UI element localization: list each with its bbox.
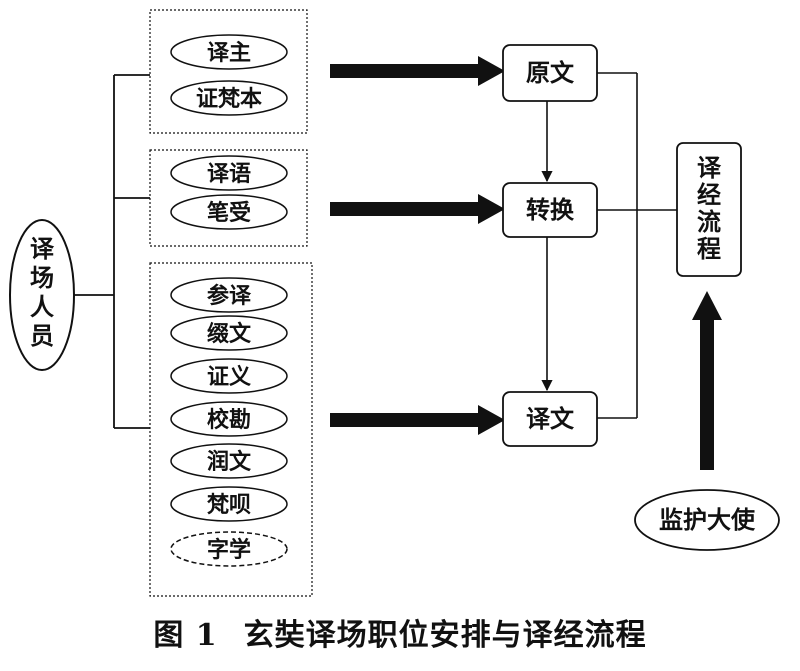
role-3-6: 梵呗	[170, 486, 288, 522]
step-label-convert: 转换	[526, 195, 575, 224]
people-label: 译场人员	[30, 234, 55, 350]
thick-arrow-1	[330, 56, 505, 86]
process-connector	[597, 72, 677, 419]
role-3-3: 证义	[170, 358, 288, 394]
role-ellipse	[170, 358, 288, 394]
role-ellipse	[170, 80, 288, 116]
process-label: 译经流程	[697, 153, 722, 263]
role-label: 梵呗	[207, 492, 251, 518]
role-ellipse	[170, 486, 288, 522]
role-3-2: 缀文	[170, 315, 288, 351]
step-label-target: 译文	[526, 404, 575, 433]
people-node: 译场人员	[9, 219, 75, 371]
bracket-connector	[74, 74, 150, 429]
thick-arrow-3	[330, 405, 505, 435]
thick-arrow-up	[692, 291, 722, 470]
role-3-7: 字学	[170, 531, 288, 567]
role-ellipse	[170, 401, 288, 437]
caption-number: 图 1	[153, 618, 218, 653]
role-ellipse	[170, 315, 288, 351]
thick-arrows	[330, 56, 722, 470]
role-3-5: 润文	[170, 443, 288, 479]
step-boxes: 原文 转换 译文	[502, 44, 598, 447]
role-label: 笔受	[207, 200, 251, 226]
role-ellipse	[170, 194, 288, 230]
role-label: 证梵本	[196, 86, 262, 112]
caption-title: 玄奘译场职位安排与译经流程	[243, 618, 647, 653]
step-label-source: 原文	[526, 58, 575, 87]
supervisor-node: 监护大使	[634, 489, 780, 551]
role-3-4: 校勘	[170, 401, 288, 437]
process-node: 译经流程	[676, 142, 742, 277]
supervisor-label: 监护大使	[659, 505, 756, 534]
role-label: 字学	[207, 537, 251, 563]
role-3-1: 参译	[170, 277, 288, 313]
role-2-1: 译语	[170, 155, 288, 191]
role-2-2: 笔受	[170, 194, 288, 230]
figure-caption: 图 1 玄奘译场职位安排与译经流程	[0, 610, 800, 654]
role-label: 缀文	[207, 321, 252, 347]
role-ellipse	[170, 155, 288, 191]
role-ellipse	[170, 531, 288, 567]
role-label: 参译	[207, 283, 252, 309]
group-box-2	[149, 149, 308, 247]
step-box-target	[502, 391, 598, 447]
role-1-1: 译主	[170, 34, 288, 70]
group-box-3	[149, 262, 313, 597]
role-label: 润文	[207, 449, 252, 475]
role-label: 译主	[207, 40, 251, 66]
role-label: 校勘	[207, 407, 251, 433]
role-ellipse	[170, 443, 288, 479]
role-ellipse	[170, 277, 288, 313]
thick-arrow-2	[330, 194, 505, 224]
role-label: 证义	[207, 364, 251, 390]
role-1-2: 证梵本	[170, 80, 288, 116]
role-label: 译语	[207, 161, 251, 187]
role-ellipse	[170, 34, 288, 70]
